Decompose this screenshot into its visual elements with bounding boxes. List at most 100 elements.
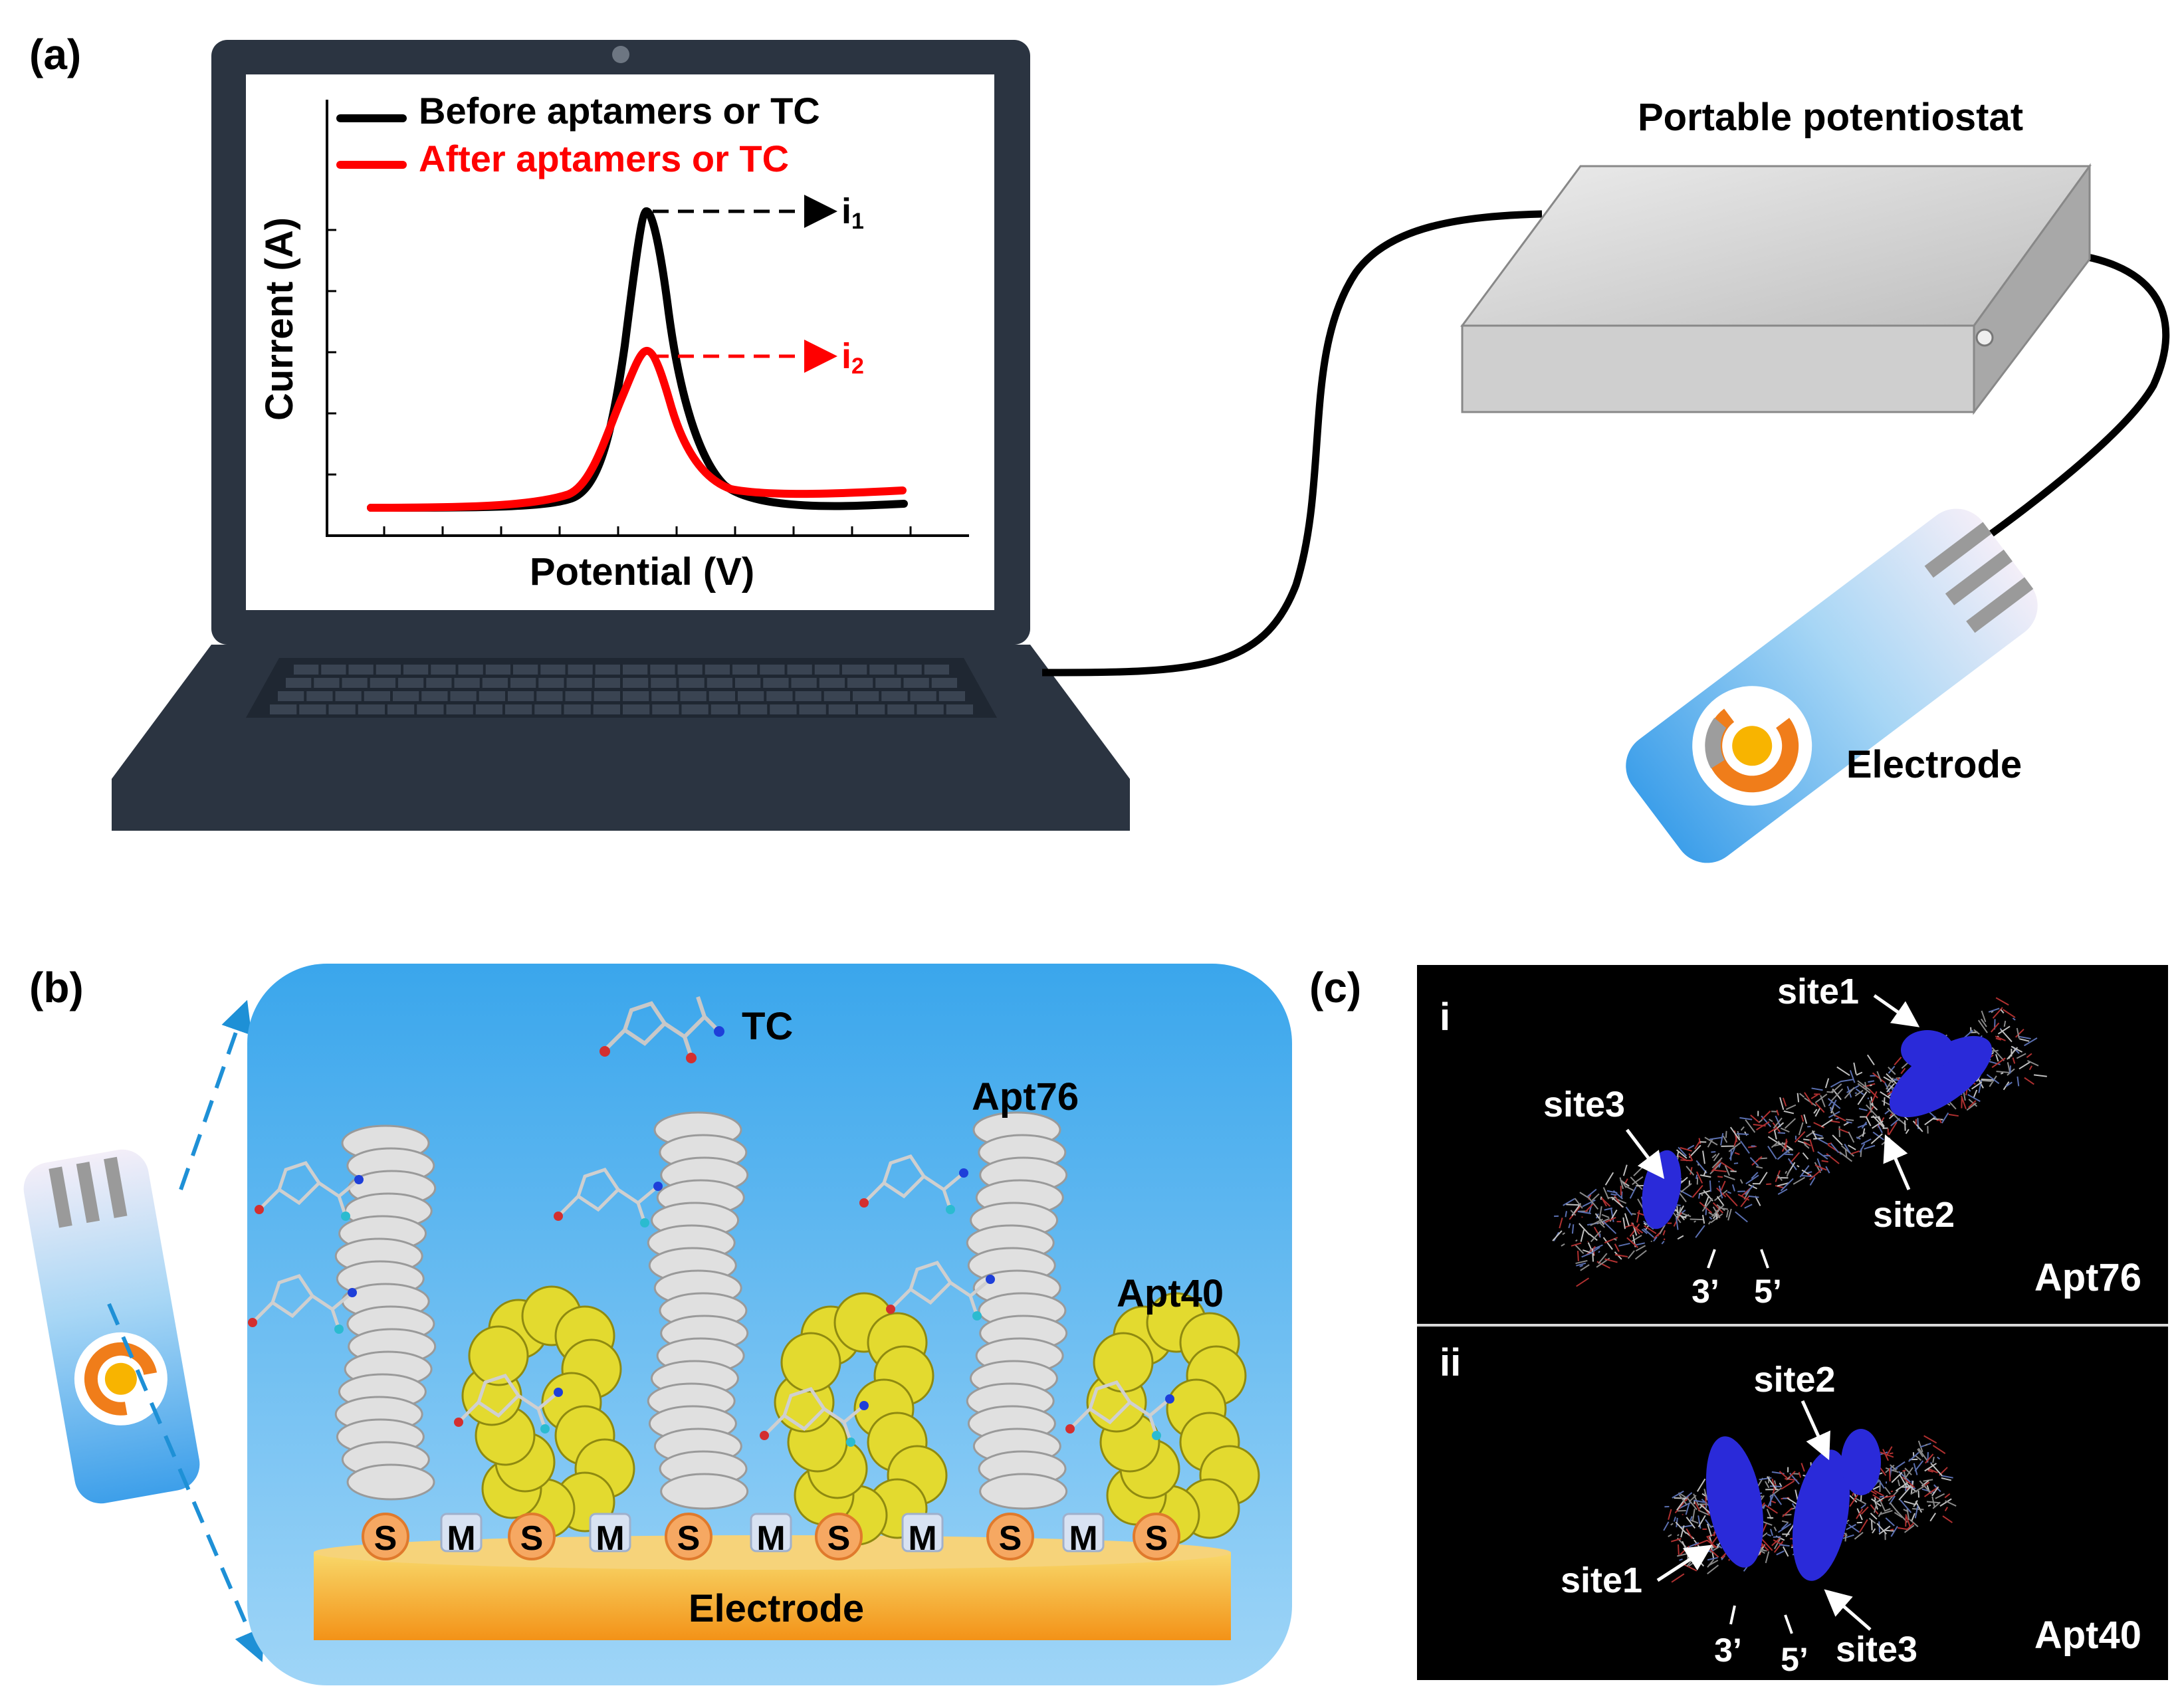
bond-line xyxy=(1932,1445,1946,1454)
bond-line xyxy=(1864,1081,1867,1091)
apt76-column-1 xyxy=(334,1124,437,1501)
bond-line xyxy=(1755,1166,1763,1169)
apt40-blob-1 xyxy=(461,1285,635,1539)
bond-line xyxy=(1903,1509,1909,1513)
bond-line xyxy=(1820,1095,1826,1108)
apt76-end3: 3’ xyxy=(1692,1273,1719,1310)
bond-line xyxy=(1697,1509,1709,1516)
bond-line xyxy=(1905,1128,1910,1134)
strip-contact-1 xyxy=(1924,522,1992,578)
keyboard-key xyxy=(740,704,768,714)
atom-n xyxy=(653,1182,663,1191)
bond-line xyxy=(1591,1248,1594,1262)
mch-marker: M xyxy=(901,1513,944,1558)
bond-line xyxy=(1772,1483,1777,1494)
bond-line xyxy=(1681,1210,1686,1214)
bond-line xyxy=(1961,1095,1967,1110)
bond-line xyxy=(1634,1242,1646,1246)
bond-line xyxy=(1577,1251,1579,1261)
bond-line xyxy=(1693,1501,1695,1505)
bond-line xyxy=(1900,1499,1912,1513)
thiol-circle xyxy=(665,1513,712,1560)
bond-line xyxy=(2024,1037,2038,1047)
bond-line xyxy=(1598,1253,1608,1264)
keyboard-key xyxy=(766,691,793,701)
bond-line xyxy=(1806,1171,1812,1174)
keyboard-key xyxy=(650,665,675,675)
bond-line xyxy=(1871,1498,1882,1507)
bond-line xyxy=(1685,1503,1690,1515)
bond-line xyxy=(2028,1065,2033,1071)
bond-line xyxy=(1836,1066,1850,1077)
bond-line xyxy=(1803,1141,1811,1147)
bond-line xyxy=(2012,1017,2016,1021)
bond-line xyxy=(1781,1520,1789,1523)
bond-line xyxy=(1718,1162,1721,1168)
bond-line xyxy=(1627,1250,1635,1259)
thiol-circle xyxy=(815,1513,863,1560)
bond-line xyxy=(1622,1217,1626,1229)
binding-site-surface xyxy=(1705,1436,1764,1568)
thiol-marker: S xyxy=(665,1513,712,1560)
bond-line xyxy=(1814,1164,1827,1171)
bond-line xyxy=(1981,1078,1995,1081)
keyboard-key xyxy=(299,704,326,714)
tc-bound-1 xyxy=(255,1161,364,1221)
panel-b-tag: (b) xyxy=(29,964,84,1011)
bond-line xyxy=(1858,1108,1868,1111)
keyboard-key xyxy=(370,678,395,688)
bond-line xyxy=(1696,1171,1703,1184)
keyboard-key xyxy=(814,665,839,675)
bond-line xyxy=(1703,1489,1708,1501)
keyboard-key xyxy=(735,678,761,688)
bond-line xyxy=(1575,1239,1578,1242)
surface-marker-label: S xyxy=(827,1519,851,1558)
bond-line xyxy=(1602,1187,1610,1200)
bond-line xyxy=(1885,1517,1895,1527)
bond-line xyxy=(2026,1059,2039,1067)
keyboard-key xyxy=(505,704,532,714)
bond-line xyxy=(1769,1485,1782,1487)
bond-line xyxy=(1680,1146,1692,1152)
bond-line xyxy=(1707,1221,1711,1225)
bond-line xyxy=(1744,1204,1753,1209)
bond-line xyxy=(1878,1511,1882,1517)
bond-line xyxy=(1986,1074,2000,1085)
bond-line xyxy=(1729,1126,1741,1141)
bond-line xyxy=(1604,1237,1618,1244)
bond-line xyxy=(1661,1241,1665,1245)
keyboard-key xyxy=(508,691,534,701)
keyboard-key xyxy=(828,704,855,714)
strip-contact-2 xyxy=(1945,550,2013,605)
bond-line xyxy=(1569,1206,1581,1220)
bond-line xyxy=(1884,1487,1891,1495)
electrode-base-label: Electrode xyxy=(689,1587,864,1630)
bond-line xyxy=(1991,1010,1994,1013)
thiol-circle xyxy=(1133,1513,1180,1560)
keyboard-key xyxy=(799,704,826,714)
bond-line xyxy=(1857,1083,1871,1094)
tc-bound-4 xyxy=(859,1154,968,1214)
bond-line xyxy=(1625,1186,1635,1192)
keyboard-key xyxy=(732,665,758,675)
bond-line xyxy=(1944,1507,1949,1512)
small-strip-contact-3 xyxy=(49,1166,72,1228)
bond-line xyxy=(1563,1198,1575,1206)
bond-line xyxy=(1571,1242,1582,1247)
bond-line xyxy=(1785,1524,1795,1537)
bond-line xyxy=(1604,1258,1618,1263)
bond-line xyxy=(1574,1198,1583,1209)
apt40-end5: 5’ xyxy=(1781,1641,1808,1678)
bond-line xyxy=(1794,1130,1806,1143)
bond-line xyxy=(1813,1122,1825,1128)
bond-line xyxy=(1604,1207,1613,1211)
atom-n xyxy=(354,1175,364,1184)
bond-line xyxy=(1785,1104,1797,1111)
keyboard-key xyxy=(594,691,620,701)
bond-line xyxy=(1720,1180,1726,1191)
apt40-site1-arrow xyxy=(1656,1544,1713,1582)
bond-line xyxy=(1814,1107,1821,1117)
apt76-end5: 5’ xyxy=(1754,1273,1782,1310)
bond-line xyxy=(1932,1501,1941,1509)
bond-line xyxy=(1888,1122,1898,1136)
